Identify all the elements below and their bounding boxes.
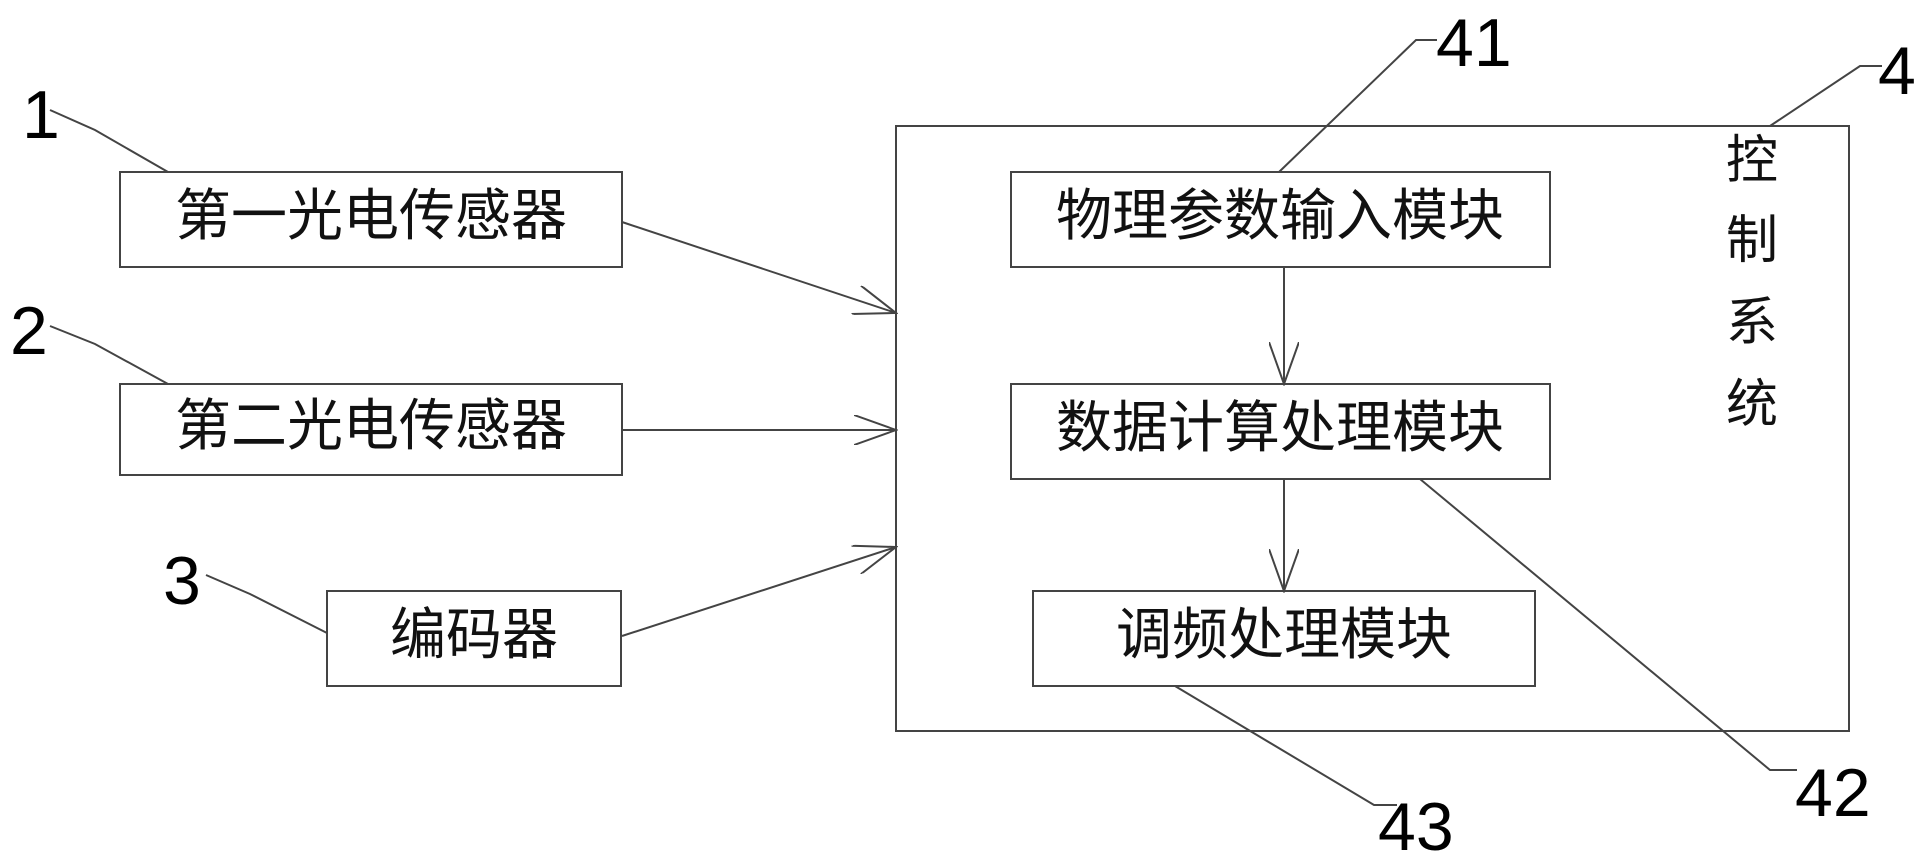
arrow-sensor1-to-control — [622, 222, 896, 313]
control-system-char-3: 系 — [1726, 293, 1778, 353]
encoder-label: 编码器 — [390, 603, 558, 668]
ref-43: 43 — [1378, 789, 1454, 859]
sensor2-label: 第二光电传感器 — [175, 394, 567, 459]
ref-1: 1 — [22, 77, 60, 153]
ref-2: 2 — [10, 293, 48, 369]
ref-4: 4 — [1878, 33, 1916, 109]
control-system-char-2: 制 — [1726, 211, 1778, 271]
control-system-char-1: 控 — [1726, 131, 1778, 191]
leader-4 — [1770, 66, 1882, 126]
leader-2 — [50, 326, 168, 384]
control-system-char-4: 统 — [1726, 375, 1778, 435]
ref-41: 41 — [1436, 5, 1512, 81]
leader-3 — [206, 575, 327, 633]
ref-42: 42 — [1795, 755, 1871, 831]
input-module-label: 物理参数输入模块 — [1056, 184, 1504, 249]
freq-module-label: 调频处理模块 — [1116, 603, 1452, 668]
leader-1 — [50, 110, 168, 172]
ref-3: 3 — [163, 543, 201, 619]
arrow-encoder-to-control — [622, 547, 896, 636]
sensor1-label: 第一光电传感器 — [175, 184, 567, 249]
compute-module-label: 数据计算处理模块 — [1056, 396, 1504, 461]
